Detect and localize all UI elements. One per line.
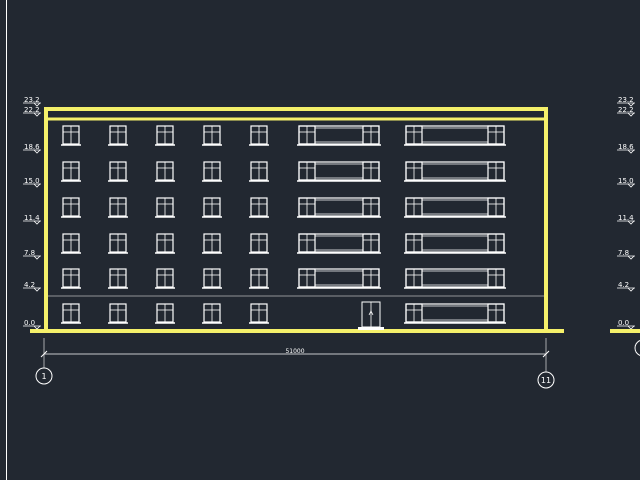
window-grid xyxy=(61,125,506,324)
window xyxy=(108,303,128,324)
level-marker: 15.0 xyxy=(617,177,635,188)
window xyxy=(202,233,222,254)
level-marker: 0.0 xyxy=(617,319,635,330)
window xyxy=(61,303,81,324)
level-label: 7.8 xyxy=(618,249,629,257)
level-label: 4.2 xyxy=(24,281,35,289)
window xyxy=(202,268,222,289)
window xyxy=(249,233,269,254)
building-outline xyxy=(30,107,564,333)
level-markers-left: 23.2 22.2 18.6 15.0 11.4 7.8 4.2 0.0 xyxy=(23,96,41,330)
window xyxy=(61,161,81,182)
window xyxy=(108,268,128,289)
level-marker: 4.2 xyxy=(617,281,635,292)
level-label: 11.4 xyxy=(24,214,40,222)
band-window-left xyxy=(297,125,381,146)
window xyxy=(61,268,81,289)
level-label: 0.0 xyxy=(24,319,35,327)
axis-bubble-11: 11 xyxy=(537,371,555,389)
level-label: 7.8 xyxy=(24,249,35,257)
window xyxy=(249,268,269,289)
window xyxy=(155,125,175,146)
window xyxy=(108,233,128,254)
svg-text:11: 11 xyxy=(541,376,551,385)
window xyxy=(155,161,175,182)
level-label: 4.2 xyxy=(618,281,629,289)
level-label: 22.2 xyxy=(618,106,634,114)
band-window-left xyxy=(297,233,381,254)
level-marker: 7.8 xyxy=(617,249,635,260)
level-label: 18.6 xyxy=(24,143,40,151)
level-label: 22.2 xyxy=(24,106,40,114)
level-marker: 0.0 xyxy=(23,319,41,330)
adjacent-elevation-fragment xyxy=(610,329,640,356)
band-window-right xyxy=(404,161,506,182)
window xyxy=(61,197,81,218)
band-window-left xyxy=(297,197,381,218)
level-label: 23.2 xyxy=(24,96,40,104)
level-label: 15.0 xyxy=(618,177,634,185)
level-marker: 7.8 xyxy=(23,249,41,260)
window xyxy=(61,125,81,146)
window xyxy=(155,197,175,218)
band-window-right xyxy=(404,125,506,146)
level-marker: 23.2 xyxy=(23,96,41,107)
window xyxy=(202,161,222,182)
level-label: 18.6 xyxy=(618,143,634,151)
band-window-right xyxy=(404,268,506,289)
window xyxy=(108,197,128,218)
window xyxy=(108,161,128,182)
band-window-right xyxy=(404,303,506,324)
window xyxy=(155,233,175,254)
level-marker: 11.4 xyxy=(23,214,41,225)
level-marker: 11.4 xyxy=(617,214,635,225)
level-label: 0.0 xyxy=(618,319,629,327)
band-window-left xyxy=(297,268,381,289)
level-marker: 4.2 xyxy=(23,281,41,292)
window xyxy=(202,125,222,146)
level-label: 11.4 xyxy=(618,214,634,222)
band-window-right xyxy=(404,233,506,254)
window xyxy=(249,161,269,182)
band-window-left xyxy=(297,161,381,182)
entrance-door xyxy=(358,301,384,330)
svg-text:1: 1 xyxy=(41,372,46,381)
window xyxy=(61,233,81,254)
level-label: 15.0 xyxy=(24,177,40,185)
dimension-value: 51000 xyxy=(285,348,304,355)
level-marker: 23.2 xyxy=(617,96,635,107)
level-markers-right: 23.2 22.2 18.6 15.0 11.4 7.8 4.2 0.0 xyxy=(617,96,635,330)
level-marker: 22.2 xyxy=(23,106,41,117)
window xyxy=(155,268,175,289)
window xyxy=(249,125,269,146)
level-label: 23.2 xyxy=(618,96,634,104)
window xyxy=(249,303,269,324)
level-marker: 18.6 xyxy=(23,143,41,154)
overall-dimension: 51000 xyxy=(40,338,550,372)
window xyxy=(202,197,222,218)
band-window-right xyxy=(404,197,506,218)
level-marker: 22.2 xyxy=(617,106,635,117)
level-marker: 18.6 xyxy=(617,143,635,154)
window xyxy=(202,303,222,324)
axis-bubble-1: 1 xyxy=(35,367,53,385)
level-marker: 15.0 xyxy=(23,177,41,188)
window xyxy=(108,125,128,146)
window xyxy=(155,303,175,324)
window xyxy=(249,197,269,218)
